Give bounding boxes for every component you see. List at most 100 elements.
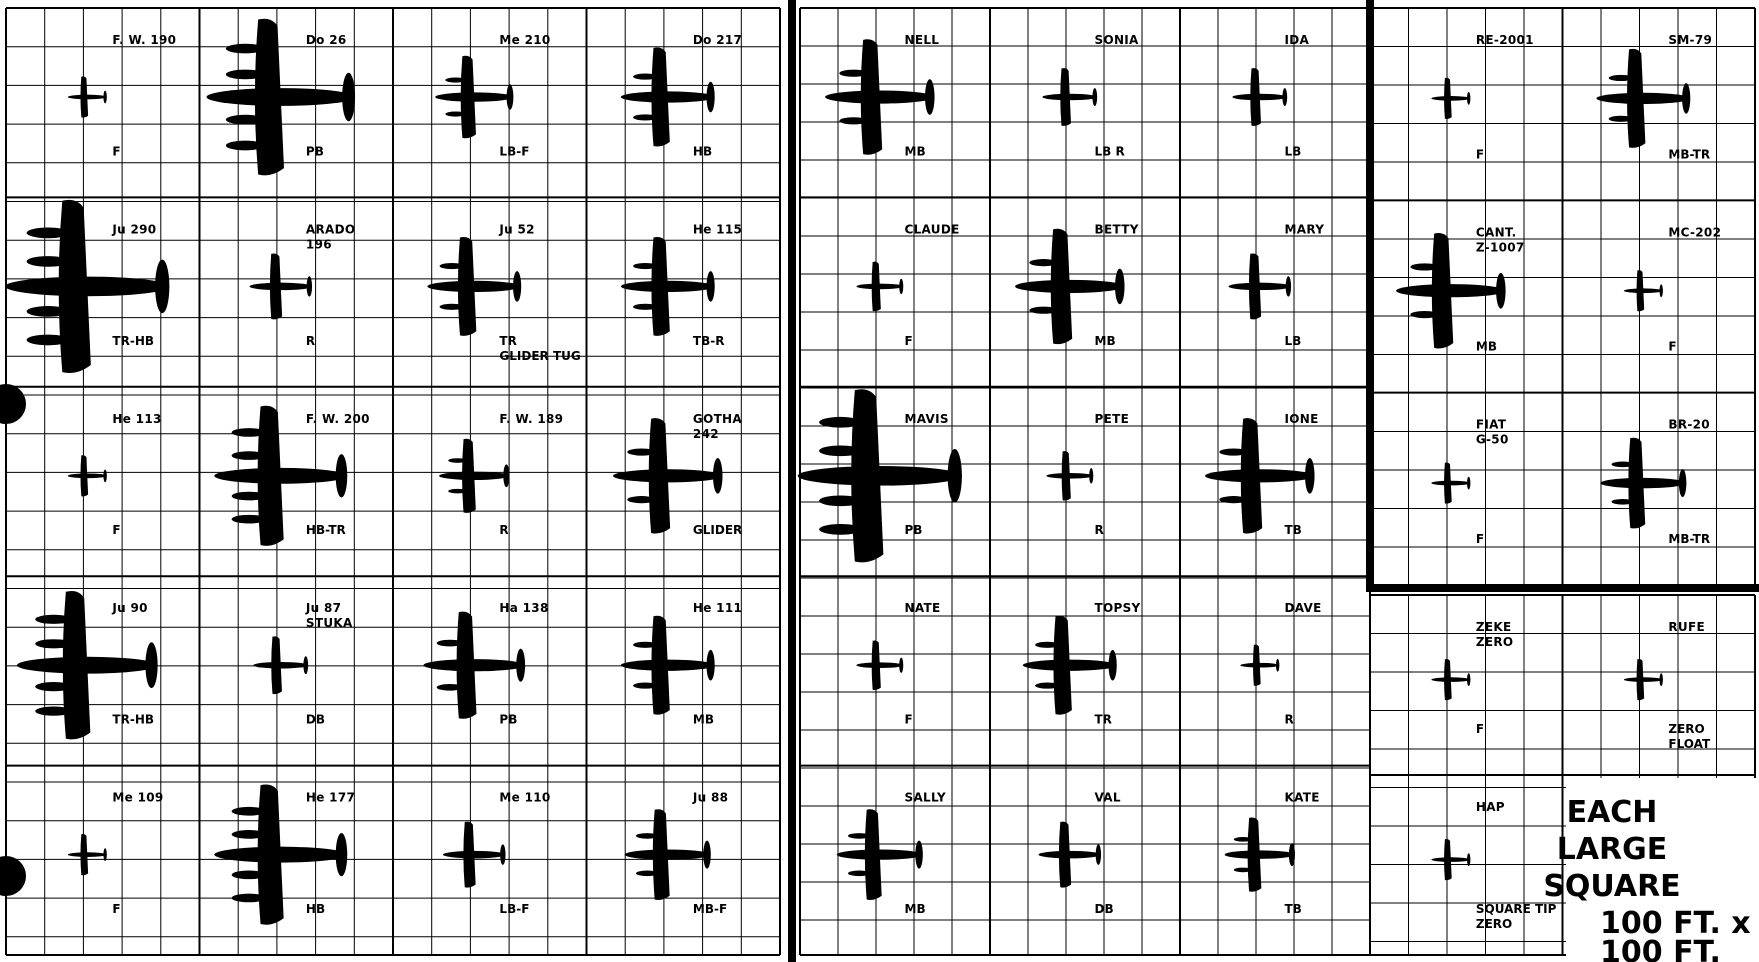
aircraft-name: BETTY (1095, 222, 1139, 236)
aircraft-role: LB R (1095, 144, 1125, 158)
aircraft-role: F (112, 144, 120, 158)
aircraft-name: Me 109 (112, 791, 163, 805)
aircraft-role: F (112, 523, 120, 537)
aircraft-role: TR-HB (112, 334, 154, 348)
aircraft-role: MB-TR (1668, 147, 1710, 161)
aircraft-name: 242 (693, 427, 719, 441)
tailplane (1467, 853, 1470, 866)
tailplane (1282, 88, 1287, 106)
aircraft-role: TR-HB (112, 713, 154, 727)
engine-nacelle (440, 304, 464, 310)
engine-nacelle (1035, 642, 1059, 648)
engine-nacelle (636, 833, 658, 839)
engine-nacelle (1219, 448, 1248, 455)
aircraft-name: F. W. 189 (499, 412, 563, 426)
aircraft-name: G-50 (1476, 433, 1509, 447)
aircraft-role: GLIDER TUG (499, 349, 580, 363)
aircraft-name: CLAUDE (905, 222, 960, 236)
tailplane (1467, 92, 1470, 105)
aircraft-name: IDA (1285, 33, 1310, 47)
tailplane (707, 271, 715, 302)
engine-nacelle (232, 515, 267, 524)
tailplane (1660, 673, 1663, 686)
aircraft-name: CANT. (1476, 225, 1517, 239)
engine-nacelle (627, 448, 656, 455)
tailplane (1467, 673, 1470, 686)
aircraft-name: IONE (1285, 412, 1319, 426)
aircraft-role: PB (499, 713, 517, 727)
tailplane (1096, 844, 1101, 864)
engine-nacelle (819, 445, 862, 456)
aircraft-name: ZERO (1476, 635, 1514, 649)
tailplane (145, 642, 157, 688)
aircraft-name: He 177 (306, 791, 355, 805)
engine-nacelle (226, 70, 265, 80)
tailplane (103, 91, 106, 104)
aircraft-role: LB (1285, 144, 1302, 158)
engine-nacelle (1035, 683, 1059, 689)
engine-nacelle (35, 682, 72, 691)
aircraft-role: TR (499, 334, 516, 348)
tailplane (1660, 284, 1663, 297)
aircraft-role: MB (905, 902, 926, 916)
aircraft-role: ZERO (1668, 722, 1704, 736)
tailplane (707, 650, 715, 681)
aircraft-name: ZEKE (1476, 620, 1512, 634)
engine-nacelle (848, 871, 870, 877)
aircraft-name: MC-202 (1668, 225, 1721, 239)
tailplane (707, 82, 715, 113)
aircraft-name: NELL (905, 33, 940, 47)
aircraft-name: Me 210 (499, 33, 550, 47)
aircraft-role: SQUARE TIP (1476, 902, 1557, 916)
engine-nacelle (627, 496, 656, 503)
legend-line-square: SQUARE (1543, 869, 1680, 904)
engine-nacelle (226, 141, 265, 151)
tailplane (713, 458, 723, 494)
engine-nacelle (448, 458, 466, 463)
engine-nacelle (232, 830, 267, 839)
tailplane (1276, 659, 1279, 672)
legend-line-large: LARGE (1557, 832, 1668, 867)
tailplane (1092, 88, 1097, 106)
aircraft-role: F (905, 334, 913, 348)
aircraft-role: PB (905, 523, 923, 537)
engine-nacelle (848, 833, 870, 839)
aircraft-role: R (306, 334, 315, 348)
aircraft-role: FLOAT (1668, 737, 1711, 751)
engine-nacelle (232, 492, 267, 501)
aircraft-name: STUKA (306, 616, 353, 630)
aircraft-name: Z-1007 (1476, 240, 1525, 254)
tailplane (915, 841, 922, 869)
tailplane (1289, 843, 1295, 866)
tailplane (1682, 83, 1690, 114)
aircraft-role: GLIDER (693, 523, 742, 537)
engine-nacelle (232, 871, 267, 880)
aircraft-role: TB (1285, 902, 1302, 916)
engine-nacelle (1410, 311, 1439, 318)
aircraft-name: SM-79 (1668, 33, 1712, 47)
engine-nacelle (232, 894, 267, 903)
aircraft-role: MB-TR (1668, 532, 1710, 546)
aircraft-role: R (1285, 713, 1294, 727)
tailplane (103, 848, 106, 861)
tailplane (1115, 269, 1125, 305)
tailplane (1496, 273, 1506, 309)
tailplane (336, 833, 348, 876)
engine-nacelle (819, 495, 862, 506)
engine-nacelle (226, 44, 265, 54)
tailplane (503, 464, 509, 487)
aircraft-role: F (1476, 532, 1484, 546)
aircraft-role: MB (1476, 340, 1497, 354)
tailplane (1305, 458, 1315, 494)
aircraft-name: F. W. 190 (112, 33, 176, 47)
engine-nacelle (633, 642, 657, 648)
engine-nacelle (437, 640, 464, 647)
engine-nacelle (232, 428, 267, 437)
aircraft-name: Ju 52 (498, 222, 534, 236)
aircraft-role: HB-TR (306, 523, 346, 537)
aircraft-name: Ju 87 (305, 601, 341, 615)
aircraft-name: DAVE (1285, 601, 1322, 615)
aircraft-role: MB-F (693, 902, 727, 916)
engine-nacelle (819, 417, 862, 428)
